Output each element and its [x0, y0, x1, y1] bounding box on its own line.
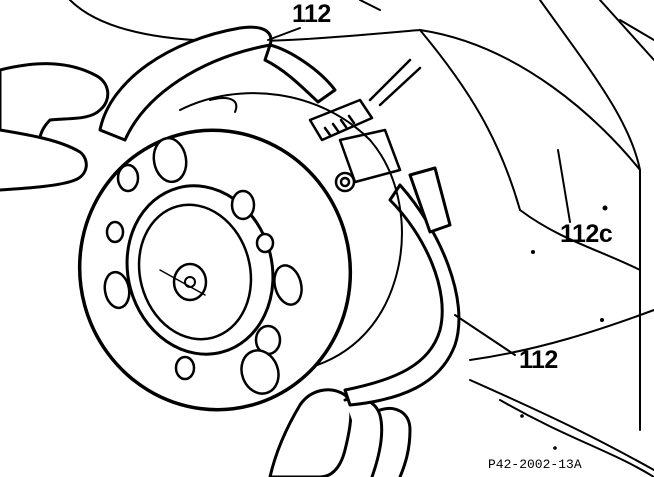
adjuster-mechanism — [308, 58, 422, 193]
background-contours — [69, 0, 654, 477]
detail-dots — [520, 205, 608, 450]
backing-plate — [179, 92, 403, 371]
hands — [0, 62, 412, 477]
callout-label-brake-shoe-bottom: 112 — [519, 346, 558, 374]
leader-lines — [267, 27, 571, 356]
wheel-hub-flange — [77, 128, 353, 412]
callout-label-component-112c: 112c — [560, 220, 613, 248]
callout-label-brake-shoe-top: 112 — [292, 0, 331, 28]
brake-shoe-112 — [98, 25, 461, 407]
figure-code: P42-2002-13A — [488, 457, 582, 472]
